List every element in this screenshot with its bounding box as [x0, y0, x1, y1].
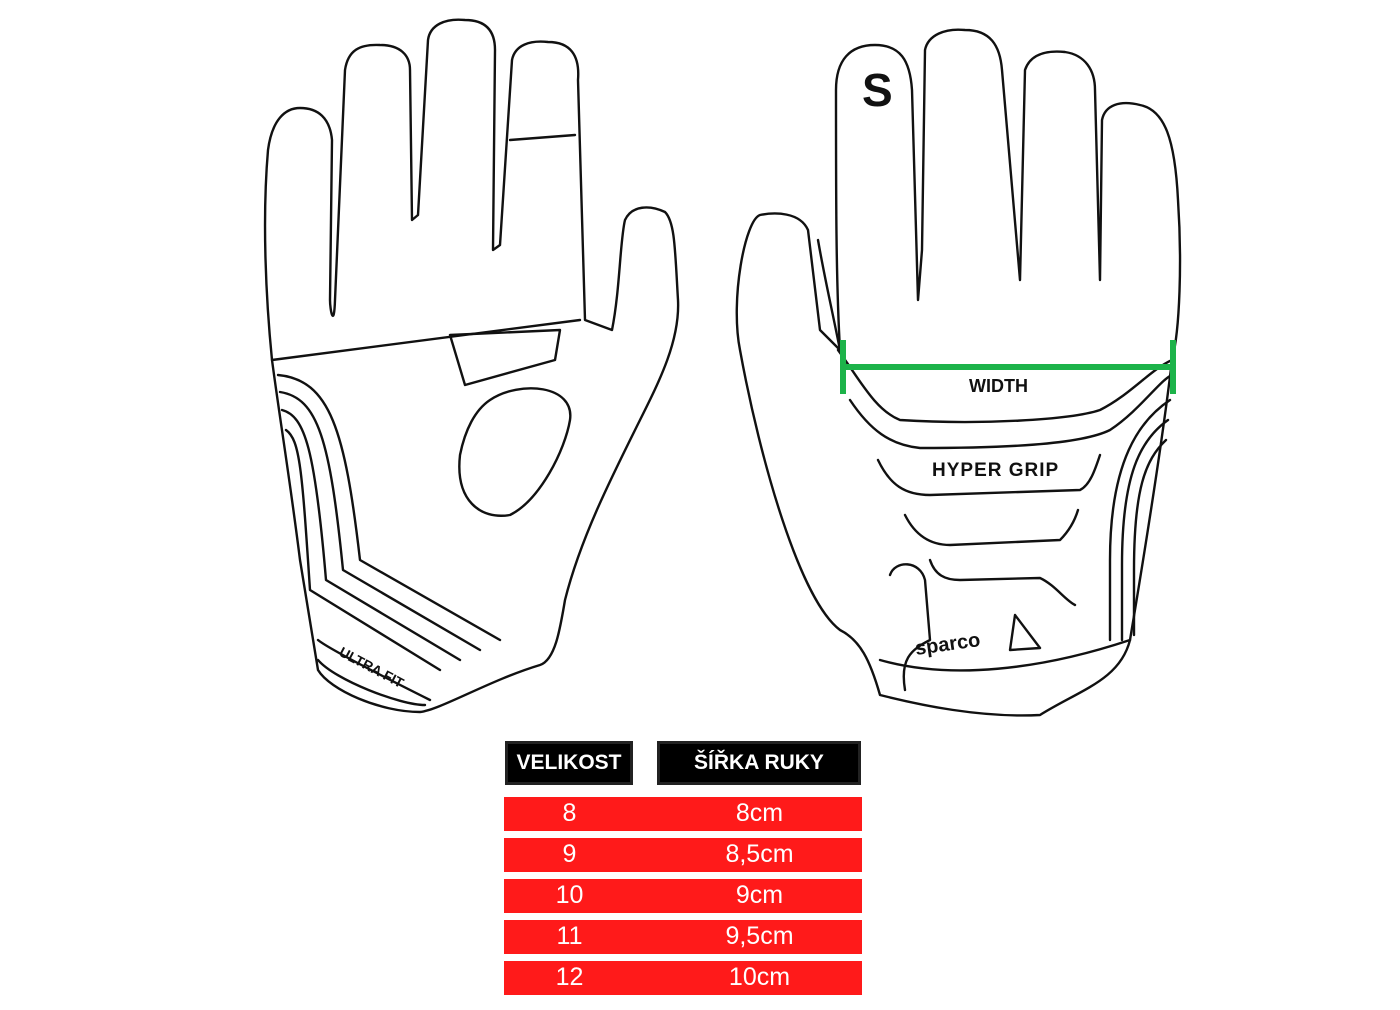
width-cell: 8,5cm — [725, 840, 794, 868]
size-cell: 12 — [555, 963, 584, 991]
size-cell: 11 — [556, 922, 583, 950]
header-hand-width: ŠÍŘKA RUKY — [657, 741, 861, 785]
table-row: 9 8,5cm — [504, 838, 862, 872]
width-cell: 9,5cm — [725, 922, 794, 950]
table-row: 12 10cm — [504, 961, 862, 995]
size-cell: 10 — [555, 881, 584, 909]
width-cell: 9cm — [735, 881, 784, 909]
right-glove-back: S HYPER GRIP sparco WIDTH — [735, 28, 1182, 717]
table-row: 11 9,5cm — [504, 920, 862, 954]
width-measure-line — [840, 340, 1176, 394]
table-row: 10 9cm — [504, 879, 862, 913]
size-cell: 9 — [562, 840, 577, 868]
sparco-logo: sparco — [914, 629, 982, 660]
header-size: VELIKOST — [505, 741, 633, 785]
size-cell: 8 — [562, 799, 577, 827]
glove-illustrations: ULTRA FIT S HYPER GRIP sparco WIDTH — [263, 18, 1182, 717]
width-label: WIDTH — [969, 376, 1028, 396]
width-cell: 8cm — [735, 799, 784, 827]
sparco-s-logo: S — [862, 64, 893, 116]
ultra-fit-label: ULTRA FIT — [337, 644, 407, 692]
left-glove-palm: ULTRA FIT — [263, 18, 680, 714]
hyper-grip-label: HYPER GRIP — [932, 460, 1059, 481]
width-cell: 10cm — [728, 963, 791, 991]
table-row: 8 8cm — [504, 797, 862, 831]
